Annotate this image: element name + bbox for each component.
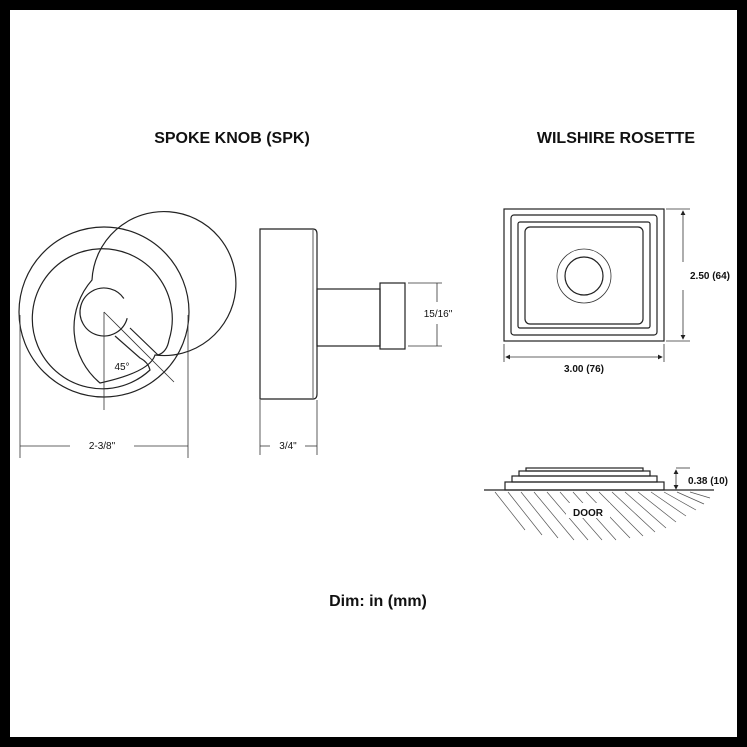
units-note: Dim: in (mm) (329, 593, 427, 610)
knob-side-view: 3/4" 15/16" (259, 228, 453, 455)
rosette-front-view: 2.50 (64) 3.00 (76) (503, 208, 730, 375)
knob-title: SPOKE KNOB (SPK) (154, 130, 310, 147)
rosette-side-view: DOOR 0.38 (10) (484, 467, 728, 541)
rosette-height-label: 2.50 (64) (690, 271, 730, 282)
knob-front-view: 45° 2-3/8" (18, 211, 237, 458)
stem-label: 15/16" (424, 309, 453, 320)
rosette-projection-label: 0.38 (10) (688, 476, 728, 487)
depth-label: 3/4" (279, 441, 297, 452)
angle-label: 45° (114, 362, 129, 373)
diameter-label: 2-3/8" (89, 441, 116, 452)
rosette-width-label: 3.00 (76) (564, 364, 604, 375)
rosette-title: WILSHIRE ROSETTE (537, 130, 696, 147)
door-label: DOOR (573, 508, 604, 519)
